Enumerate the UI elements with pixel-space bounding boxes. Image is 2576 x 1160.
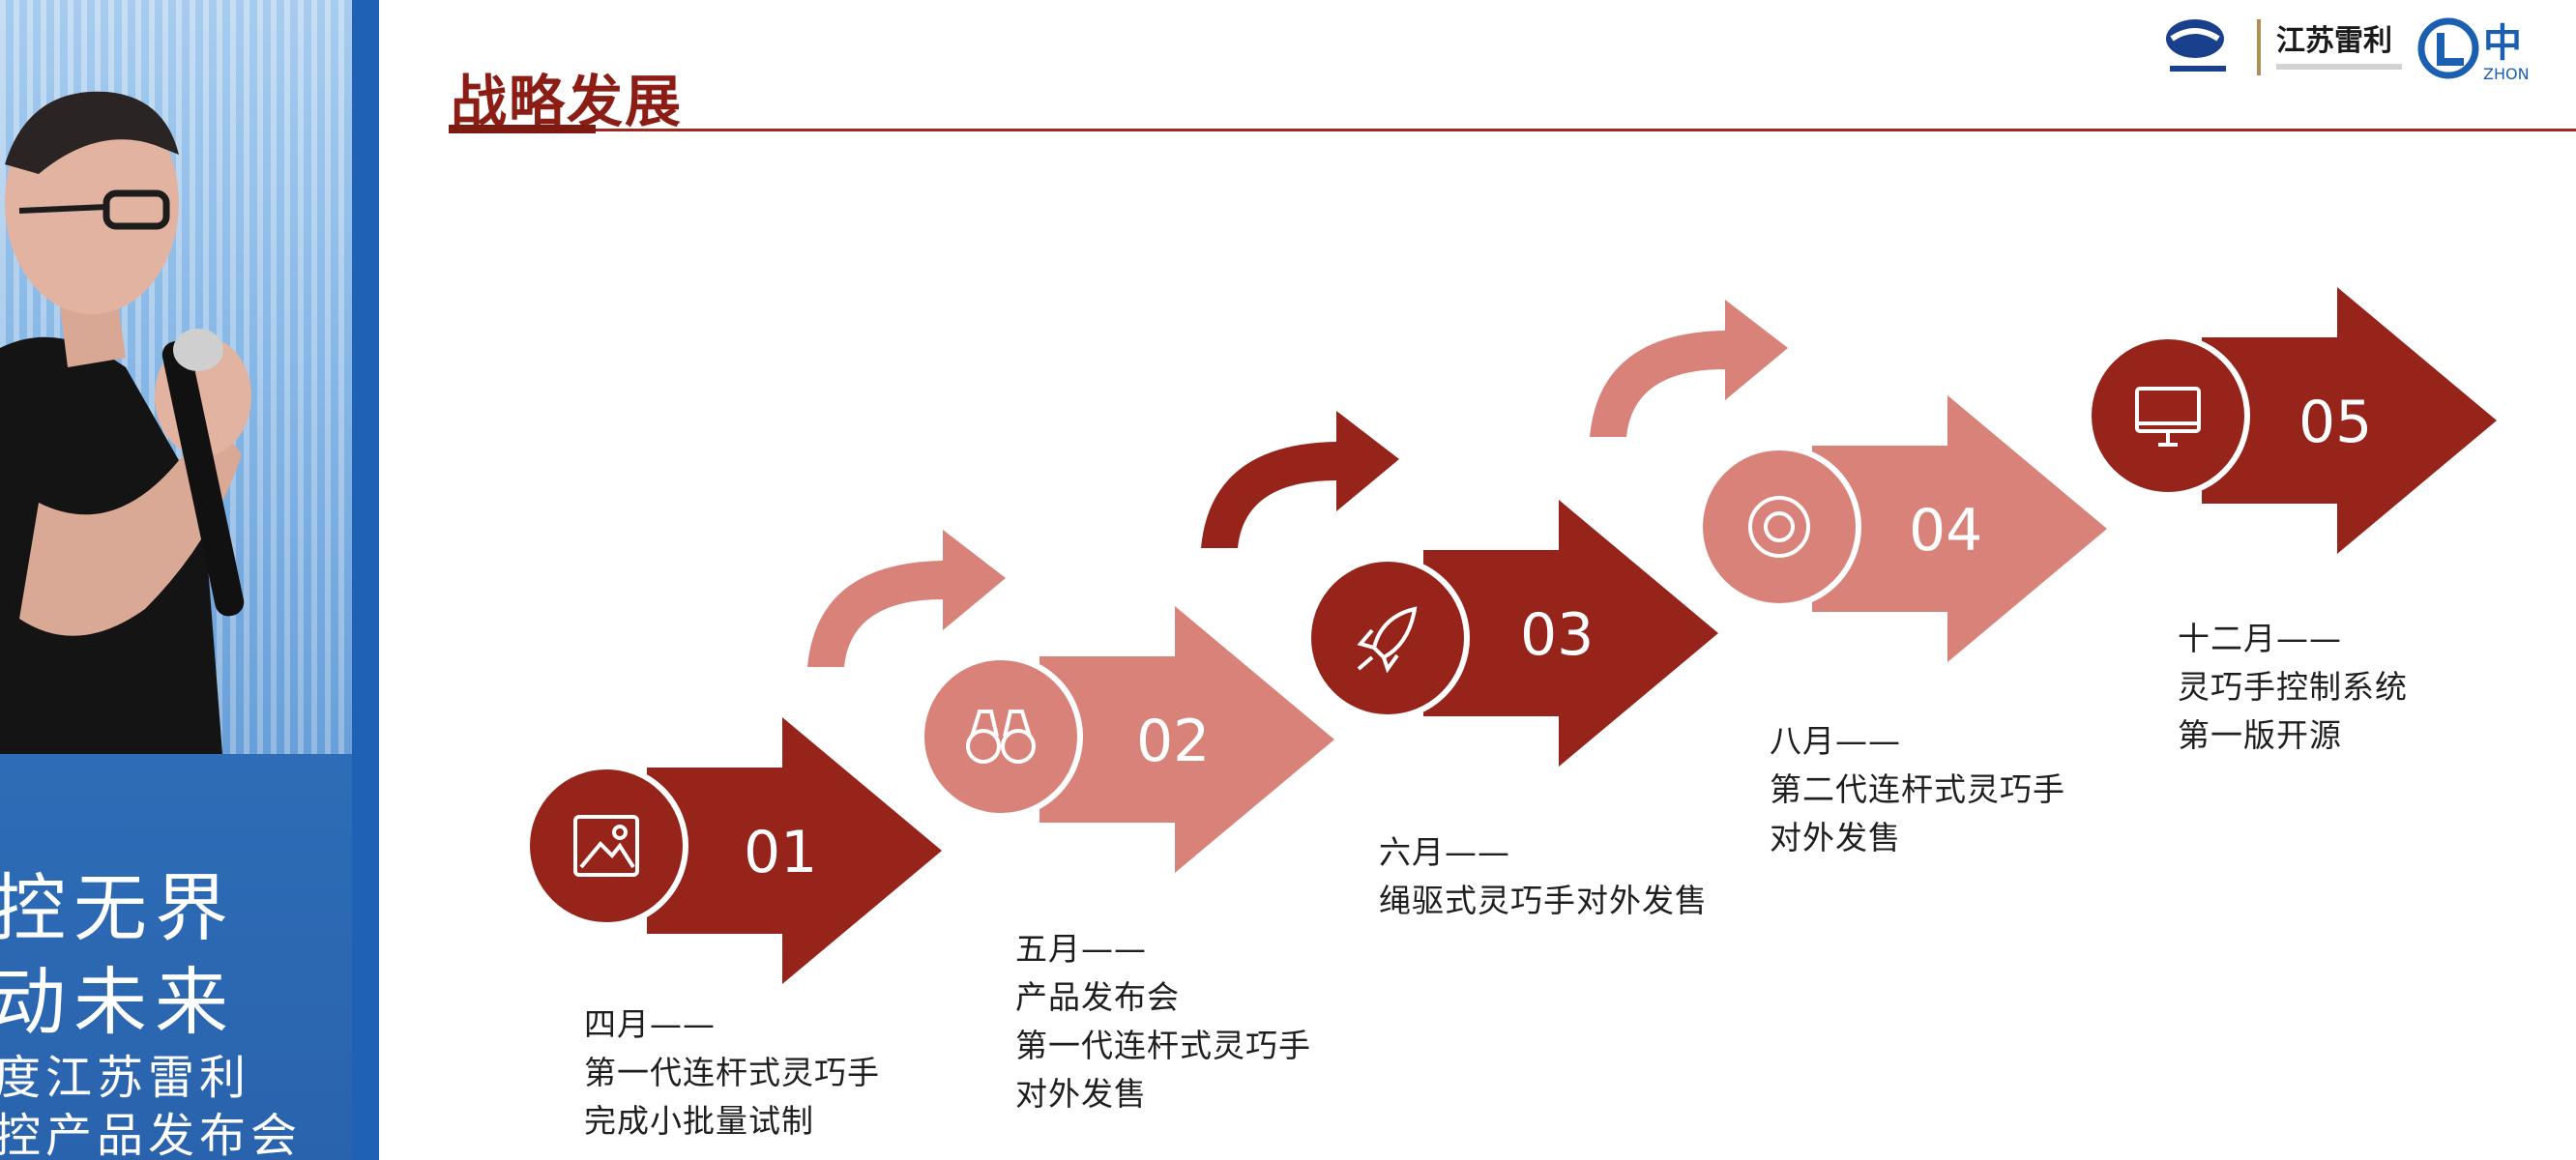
slogan-line-4: 控产品发布会 — [0, 1109, 303, 1160]
step-1-month: 四月—— — [584, 1005, 716, 1043]
step-4-month: 八月—— — [1770, 722, 1901, 760]
slogan-line-3: 度江苏雷利 — [0, 1051, 251, 1105]
screen-frame — [352, 0, 379, 1160]
step-1-number: 01 — [744, 819, 817, 886]
step-2-line-1: 产品发布会 — [1015, 978, 1180, 1016]
slogan-line-1: 控无界 — [0, 865, 236, 951]
step-4-description: 八月—— 第二代连杆式灵巧手 对外发售 — [1770, 717, 2065, 862]
step-4-line-2: 对外发售 — [1770, 819, 1901, 856]
partner-logo-latin: ZHON — [2483, 65, 2530, 83]
step-1-badge — [524, 764, 688, 928]
partner-logo-name: 中 — [2483, 21, 2522, 66]
step-2-arrow — [1039, 606, 1334, 873]
image-icon — [573, 815, 639, 877]
step-2-description: 五月—— 产品发布会 第一代连杆式灵巧手 对外发售 — [1015, 925, 1311, 1118]
step-3-line-1: 绳驱式灵巧手对外发售 — [1379, 882, 1708, 919]
connector-arc-2 — [1201, 411, 1399, 548]
leili-logo-icon — [2166, 19, 2226, 72]
step-5-badge — [2086, 334, 2250, 498]
title-divider-accent — [449, 125, 596, 133]
step-2-month: 五月—— — [1015, 930, 1147, 968]
step-5-line-1: 灵巧手控制系统 — [2178, 668, 2408, 706]
logo-stock-code-bar — [2276, 64, 2402, 70]
logo-divider — [2257, 19, 2261, 75]
step-5-arrow — [2202, 287, 2497, 554]
presentation-slide: 战略发展 江苏雷利 中 ZHON 01 02 03 04 05 四月—— 第一代连杆式灵… — [379, 0, 2576, 1160]
step-5-description: 十二月—— 灵巧手控制系统 第一版开源 — [2178, 615, 2408, 760]
step-2-line-3: 对外发售 — [1015, 1075, 1147, 1113]
timeline-diagram: 01 02 03 04 05 — [524, 287, 2497, 984]
step-1-arrow — [647, 717, 942, 984]
partner-logo-icon — [2417, 17, 2479, 79]
step-2-number: 02 — [1136, 708, 1210, 775]
lifebuoy-icon — [1748, 496, 1810, 558]
company-logos: 江苏雷利 中 ZHON — [2166, 17, 2530, 83]
step-4-number: 04 — [1909, 497, 1982, 565]
title-divider — [449, 129, 2576, 131]
step-3-arrow — [1423, 500, 1718, 767]
step-1-line-2: 完成小批量试制 — [584, 1102, 814, 1140]
step-2-badge — [919, 654, 1083, 819]
connector-arc-1 — [807, 530, 1006, 667]
rocket-icon — [1357, 606, 1418, 674]
step-3-number: 03 — [1520, 601, 1594, 669]
speaker-photo — [0, 91, 251, 754]
step-4-arrow — [1812, 395, 2107, 662]
connector-arc-3 — [1590, 300, 1788, 437]
binoculars-icon — [966, 710, 1036, 764]
step-5-line-2: 第一版开源 — [2178, 716, 2342, 754]
step-5-number: 05 — [2298, 389, 2372, 456]
step-1-line-1: 第一代连杆式灵巧手 — [584, 1054, 880, 1091]
step-1-description: 四月—— 第一代连杆式灵巧手 完成小批量试制 — [584, 1000, 880, 1146]
step-2-line-2: 第一代连杆式灵巧手 — [1015, 1027, 1311, 1064]
step-4-line-1: 第二代连杆式灵巧手 — [1770, 770, 2065, 808]
slide-title: 战略发展 — [451, 69, 684, 134]
step-3-month: 六月—— — [1379, 833, 1510, 871]
step-5-month: 十二月—— — [2178, 620, 2342, 657]
slogan-line-2: 动未来 — [0, 959, 236, 1045]
step-4-badge — [1697, 445, 1861, 609]
stage-backdrop: 控无界 动未来 度江苏雷利 控产品发布会 — [0, 0, 379, 1160]
logo-company-name: 江苏雷利 — [2276, 24, 2392, 58]
step-3-badge — [1305, 556, 1470, 720]
step-3-description: 六月—— 绳驱式灵巧手对外发售 — [1379, 828, 1708, 925]
monitor-icon — [2135, 387, 2201, 447]
